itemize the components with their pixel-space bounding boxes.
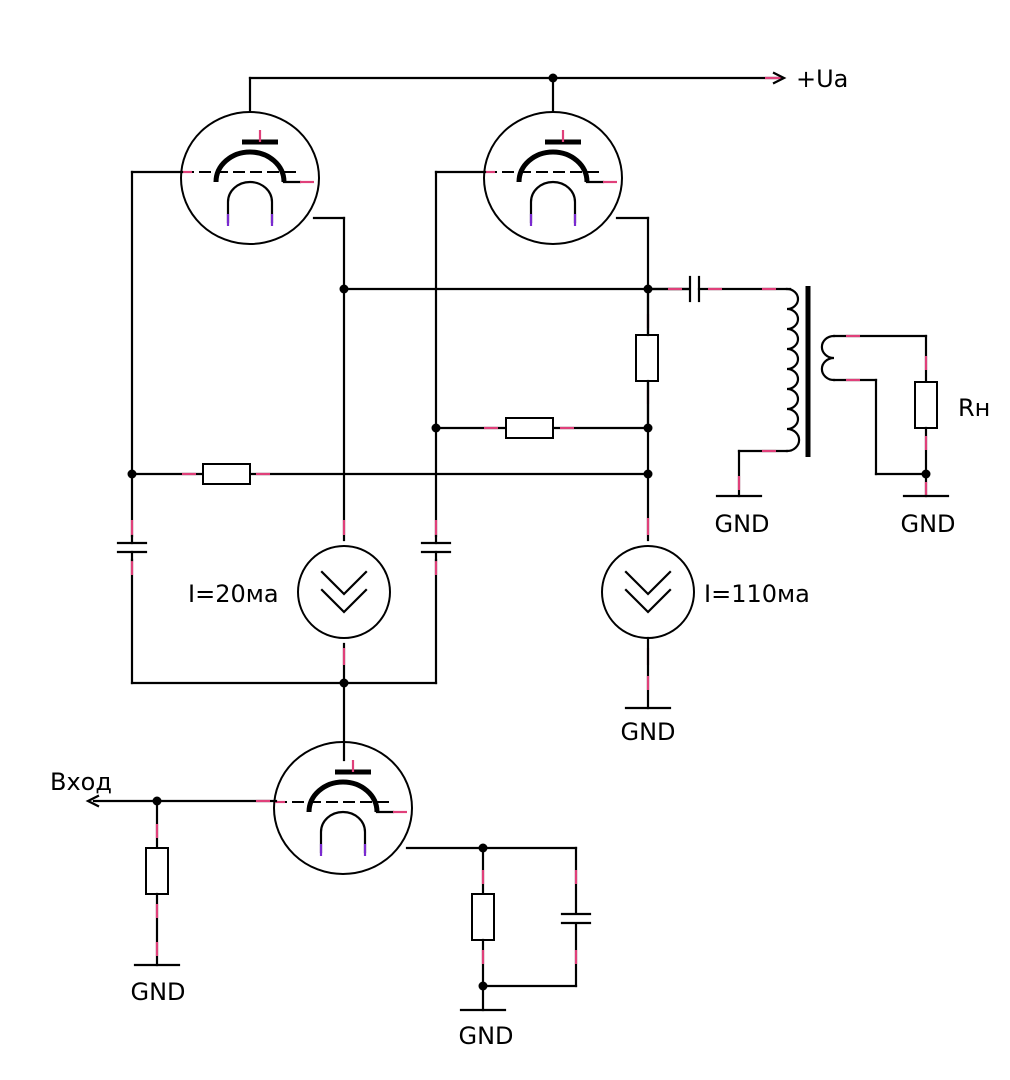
- coupling-capacitor: [646, 275, 792, 303]
- ground-label-source: GND: [620, 718, 675, 746]
- ground-label-load: GND: [900, 510, 955, 538]
- current-source-left-label: I=20ма: [188, 580, 279, 608]
- tube-input: [274, 742, 412, 874]
- tube-left: [181, 112, 319, 244]
- ground-label-cathode: GND: [458, 1022, 513, 1050]
- load-label: Rн: [958, 394, 990, 422]
- capacitor-left-grid: [116, 534, 148, 562]
- output-transformer: [737, 286, 928, 498]
- supply-label: +Ua: [796, 65, 848, 93]
- cathode-network: [405, 843, 592, 1012]
- ground-label-primary: GND: [714, 510, 769, 538]
- resistor-feedback-lower: [202, 463, 251, 485]
- current-source-right-label: I=110ма: [704, 580, 810, 608]
- ground-label-input: GND: [130, 978, 185, 1006]
- tube-right: [484, 112, 622, 244]
- wiring-main: [127, 170, 690, 762]
- resistor-feedback-upper: [505, 417, 554, 439]
- supply-rail: [248, 71, 787, 120]
- input-wiring: [85, 794, 278, 967]
- current-source-right: [600, 544, 696, 640]
- load-resistor: [914, 334, 938, 498]
- resistor-anode-load: [635, 334, 659, 382]
- capacitor-right-grid: [420, 534, 452, 562]
- current-source-left: [296, 544, 392, 640]
- input-label: Вход: [50, 768, 112, 796]
